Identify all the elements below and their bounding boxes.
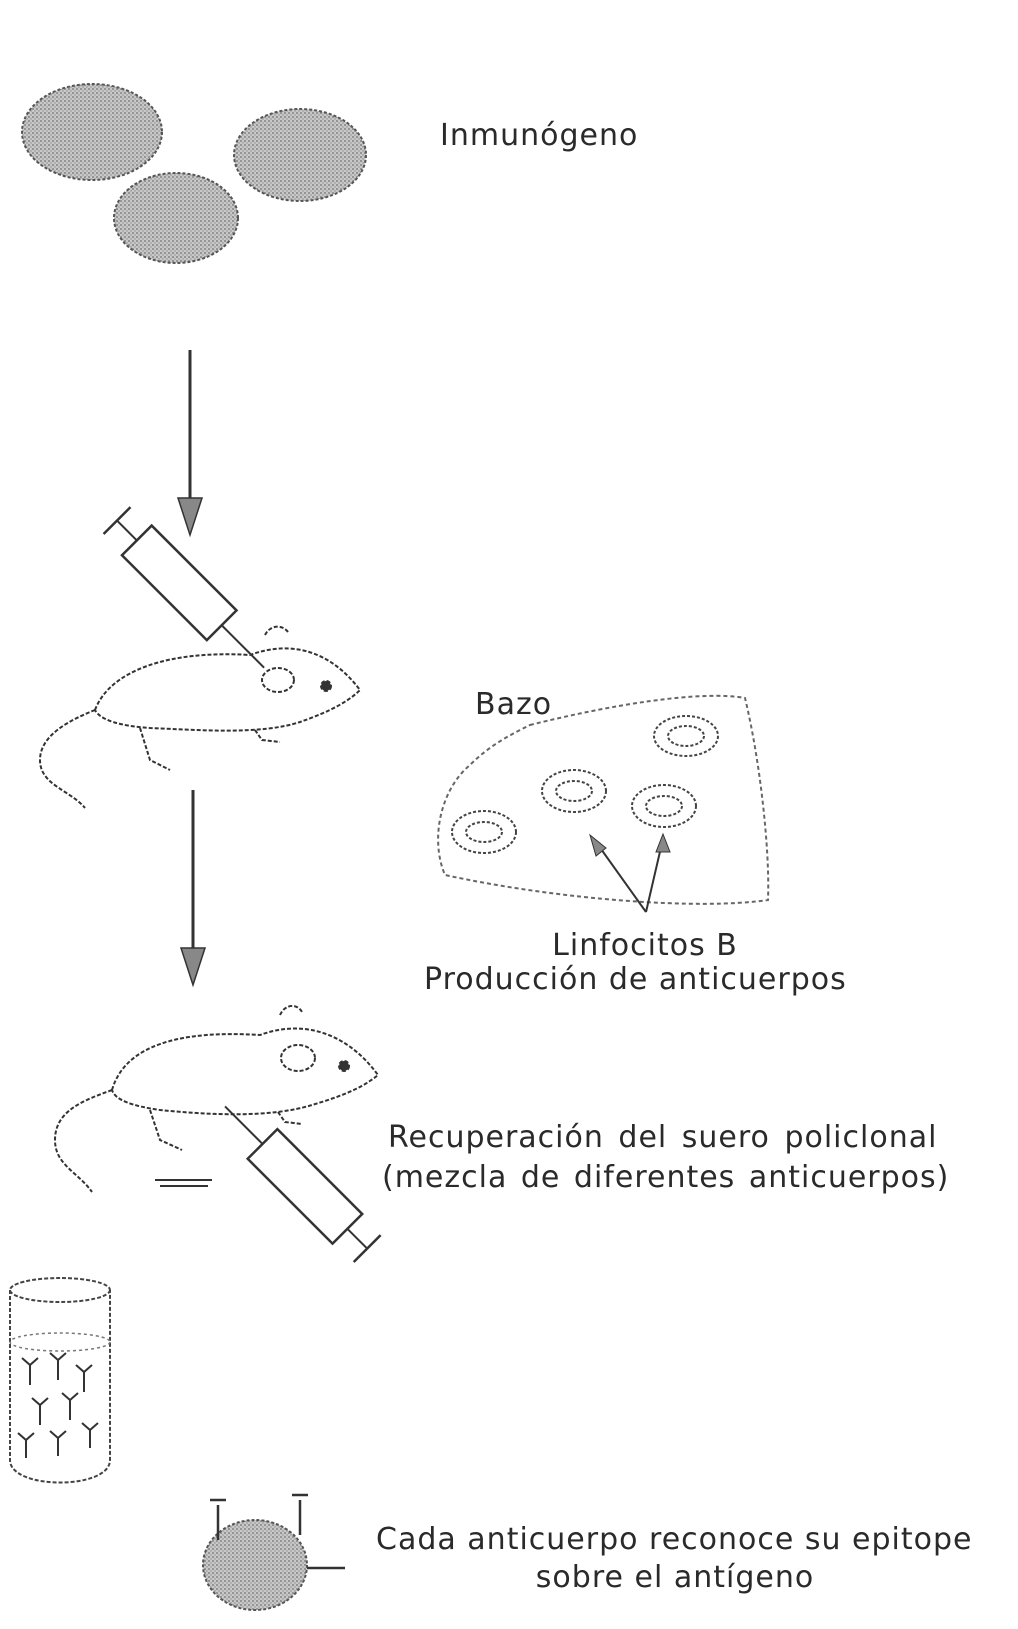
antibody-production-label: Producción de anticuerpos	[424, 962, 847, 997]
spleen-icon	[438, 696, 768, 904]
serum-tube-icon	[10, 1278, 110, 1483]
epitope-label-line1: Cada anticuerpo reconoce su epitope	[376, 1522, 973, 1557]
immunogen-blob-icon	[114, 173, 238, 263]
b-cells-label: Linfocitos B	[530, 928, 760, 963]
spleen-label: Bazo	[475, 687, 552, 722]
epitope-label-line2: sobre el antígeno	[500, 1560, 850, 1595]
b-cell-pointer-arrows	[590, 834, 670, 912]
syringe-icon	[210, 1092, 382, 1264]
immunogen-blob-icon	[234, 109, 366, 201]
serum-mixture-label: (mezcla de diferentes anticuerpos)	[382, 1160, 949, 1195]
mouse-icon	[40, 627, 360, 808]
serum-recovery-label: Recuperación del suero policlonal	[388, 1120, 937, 1155]
antigen-with-antibodies-icon	[203, 1495, 345, 1610]
immunogen-label: Inmunógeno	[440, 118, 638, 153]
mouse-icon	[55, 1006, 378, 1192]
arrow-down-icon	[181, 790, 205, 985]
immunogen-blob-icon	[22, 84, 162, 180]
arrow-down-icon	[178, 350, 202, 535]
